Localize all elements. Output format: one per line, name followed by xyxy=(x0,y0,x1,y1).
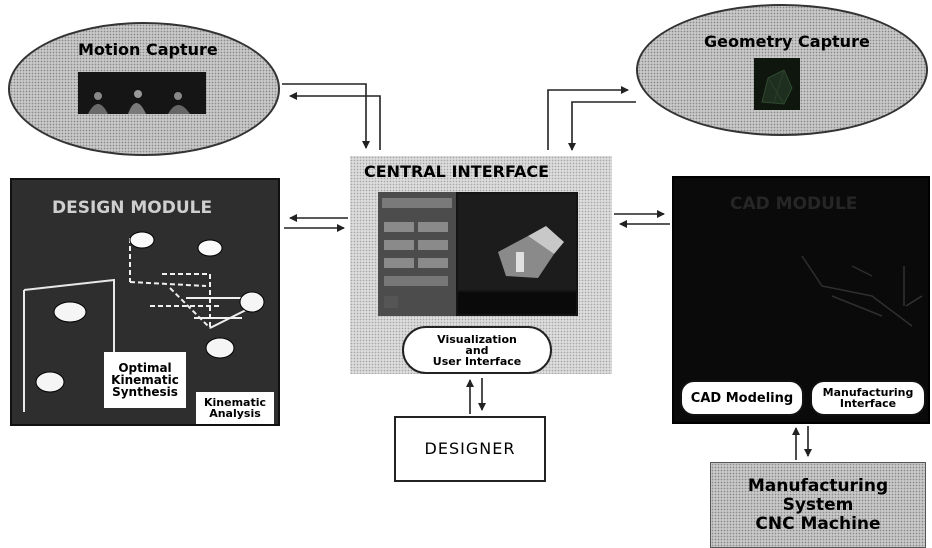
motion-capture-title: Motion Capture xyxy=(78,40,218,59)
motion-capture-figures xyxy=(78,72,206,114)
scan-mesh-graphic xyxy=(754,58,800,110)
visualization-ui-node: Visualization and User Interface xyxy=(402,326,552,374)
manufacturing-interface-box: Manufacturing Interface xyxy=(810,380,926,416)
visualization-label-line2: and xyxy=(465,343,489,357)
cad-module-title: CAD MODULE xyxy=(730,194,858,214)
design-mechanism-graphic xyxy=(23,231,265,412)
arrow-central-to-motion xyxy=(289,92,381,150)
manufacturing-line2: System xyxy=(782,494,854,515)
kinematic-label-line1: Kinematic xyxy=(203,396,267,409)
cad-modeling-box: CAD Modeling xyxy=(680,380,804,416)
arrow-motion-to-central xyxy=(282,83,370,149)
geometry-capture-image xyxy=(754,58,800,110)
visualization-label-line3: User Interface xyxy=(432,354,522,368)
motion-capture-image xyxy=(78,72,206,114)
kinematic-label-line2: Analysis xyxy=(209,407,261,420)
central-interface-title: CENTRAL INTERFACE xyxy=(364,162,550,181)
optimal-label-line2: Kinematic xyxy=(111,373,179,387)
visualization-label-line1: Visualization xyxy=(437,332,517,346)
optimal-synthesis-box: Optimal Kinematic Synthesis xyxy=(104,352,186,408)
arrow-central-to-geometry xyxy=(547,86,629,150)
designer-node: DESIGNER xyxy=(394,416,546,482)
optimal-label-line1: Optimal xyxy=(118,361,172,375)
interface-screen-graphic xyxy=(378,192,578,316)
cad-wireframe-graphic xyxy=(801,255,923,327)
kinematic-analysis-box: Kinematic Analysis xyxy=(196,392,274,424)
central-interface-screenshot xyxy=(378,192,578,316)
manufacturing-line3: CNC Machine xyxy=(755,513,881,534)
manufacturing-line1: Manufacturing xyxy=(747,475,889,496)
manufacturing-interface-line1: Manufacturing xyxy=(822,386,914,399)
manufacturing-interface-line2: Interface xyxy=(839,397,897,410)
geometry-capture-title: Geometry Capture xyxy=(704,32,870,51)
designer-label: DESIGNER xyxy=(424,439,516,458)
manufacturing-system-node: Manufacturing System CNC Machine xyxy=(710,462,926,548)
optimal-label-line3: Synthesis xyxy=(112,385,178,399)
arrow-geometry-to-central xyxy=(568,101,636,151)
design-module-title: DESIGN MODULE xyxy=(52,198,213,218)
cad-modeling-label: CAD Modeling xyxy=(690,390,794,406)
